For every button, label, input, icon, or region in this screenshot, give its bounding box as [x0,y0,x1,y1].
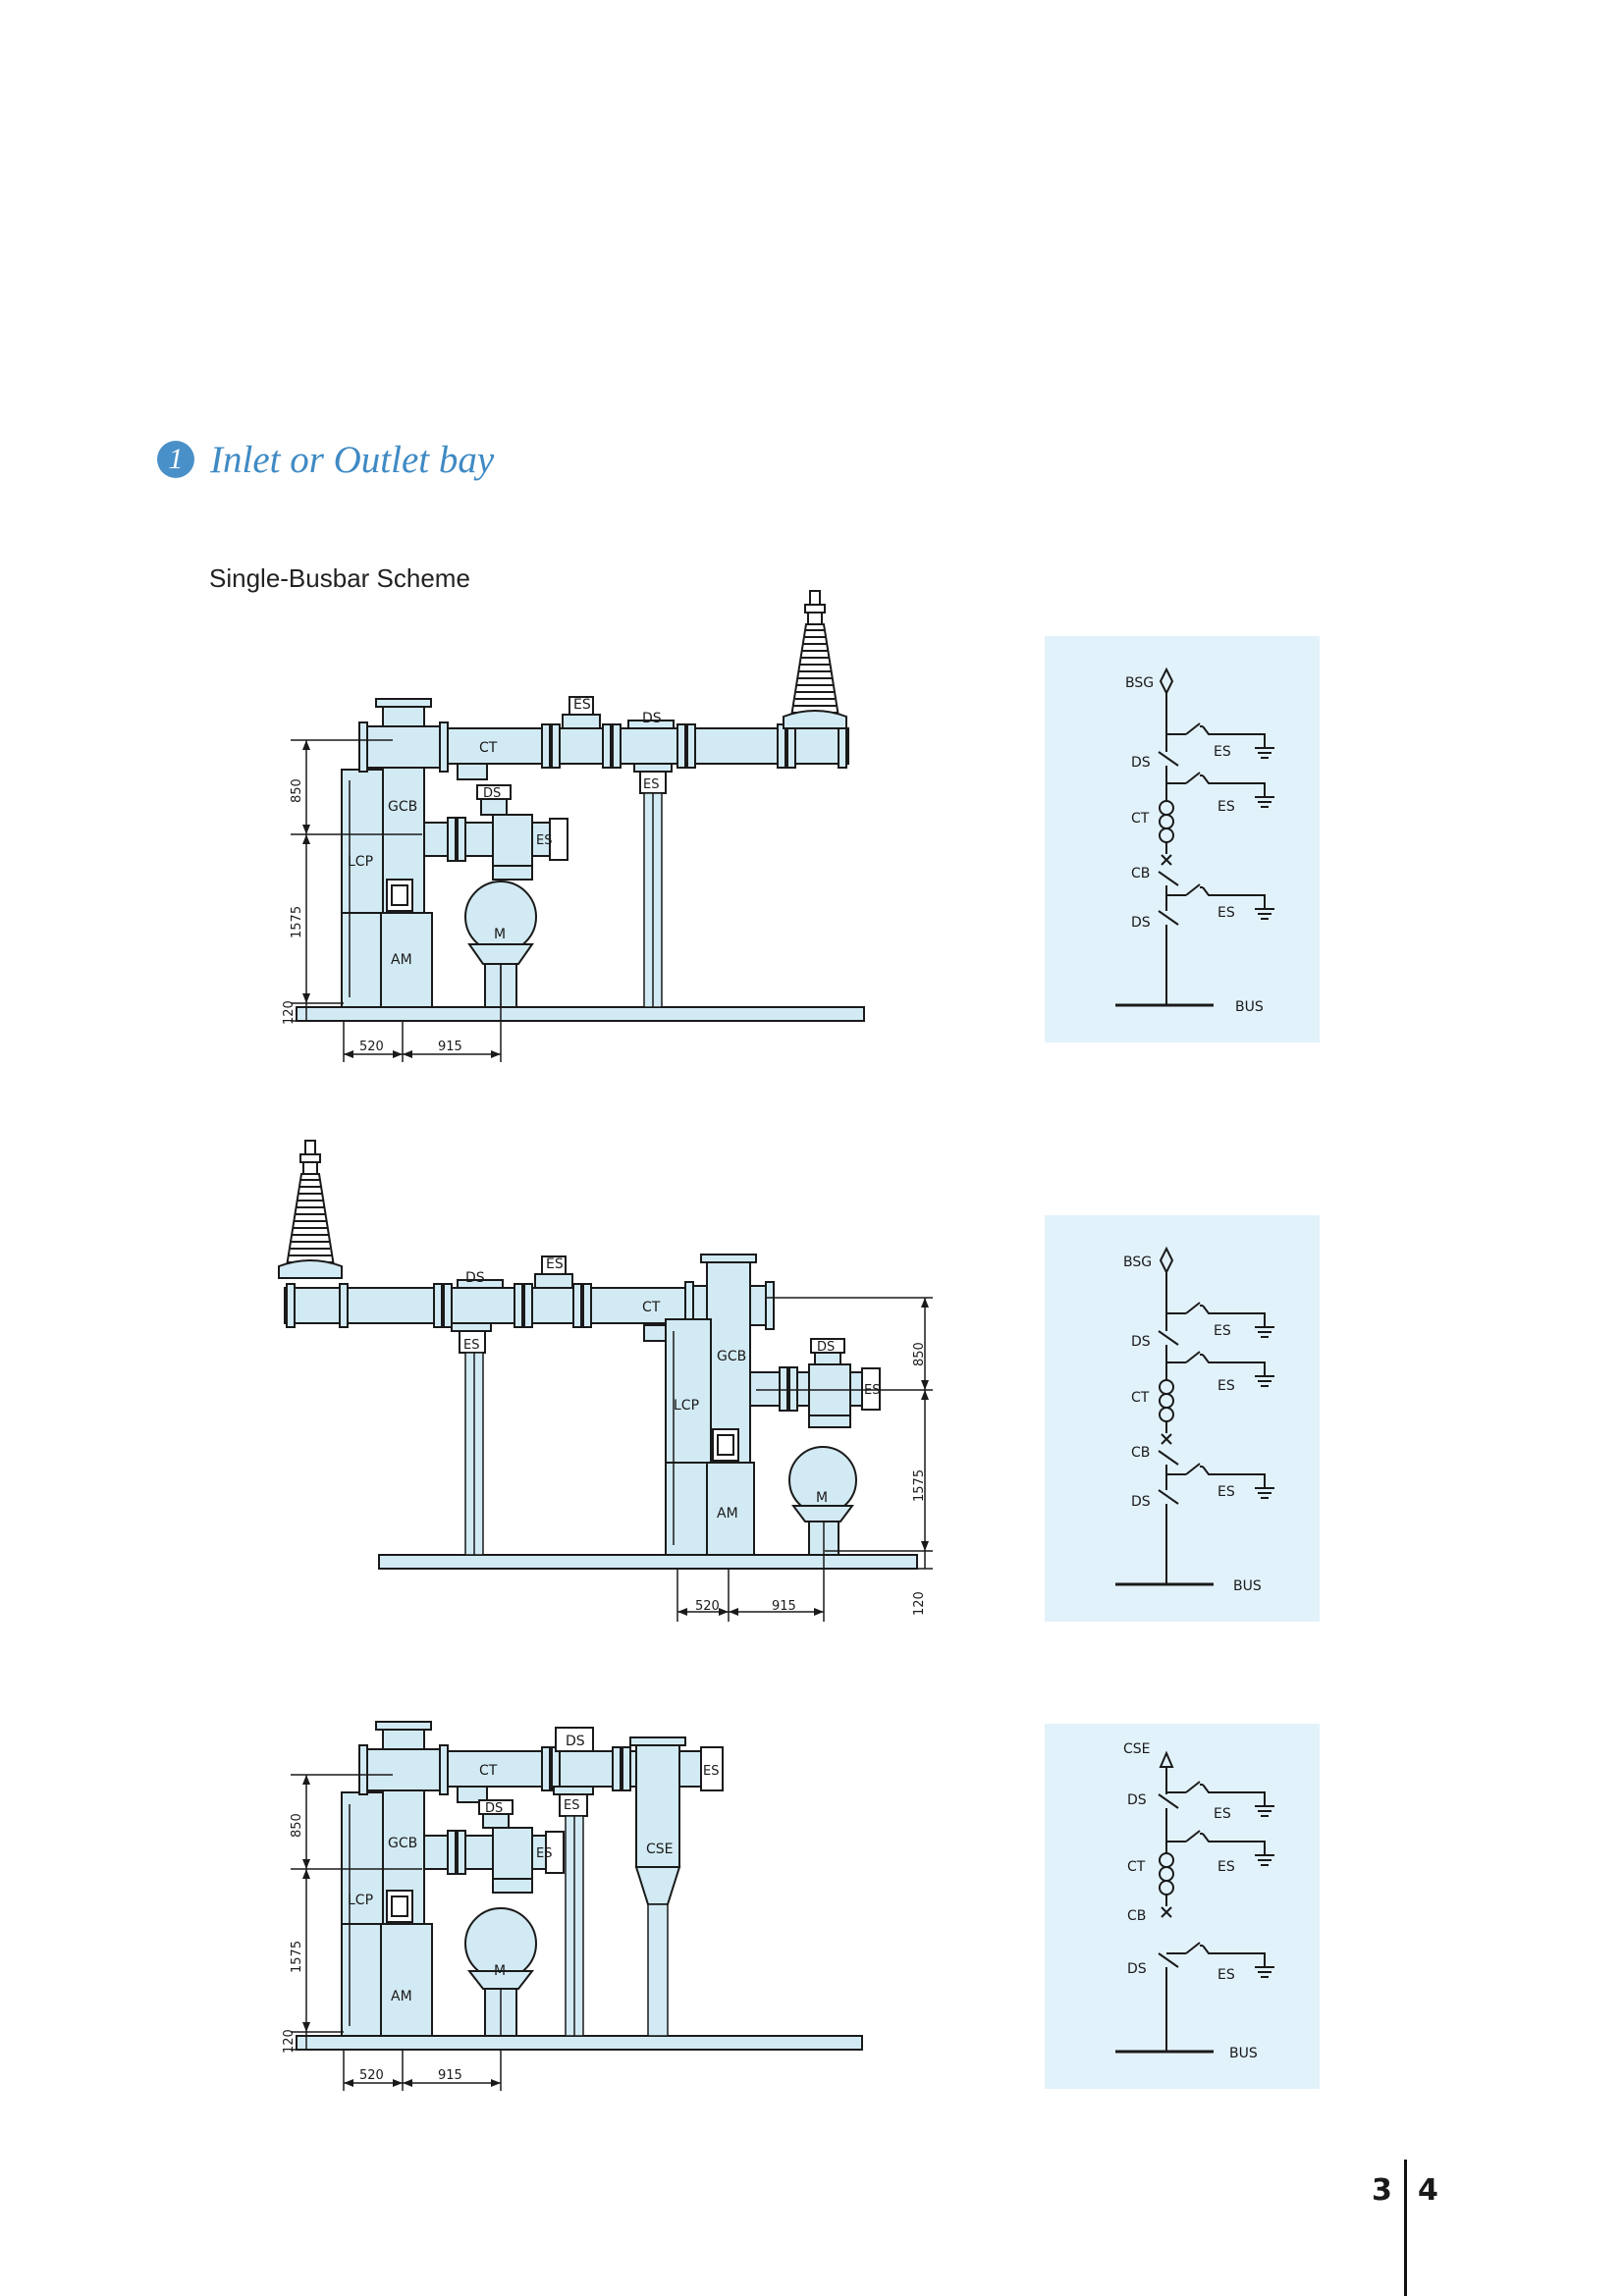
base-rail [296,2035,863,2051]
ct-label: CT [479,1763,498,1779]
lcp-label: LCP [348,1893,373,1908]
es-label: ES [1217,905,1235,921]
single-line-diagram-1: BSG DS CT CB DS ES ES ES BUS [1045,636,1320,1042]
es-label: ES [643,777,659,792]
base-rail [378,1554,918,1570]
es-label: ES [536,833,552,848]
am-label: AM [391,1989,412,2004]
gcb-label: GCB [388,799,417,815]
section-heading: 1 Inlet or Outlet bay [157,435,494,484]
base-rail [296,1006,865,1022]
es-label: ES [536,1846,552,1861]
ds-label: DS [1131,755,1151,771]
ds-label: DS [1127,1792,1147,1808]
bay-drawing-3: CT DS ES ES CSE GCB LCP AM M DS ES 850 [282,1721,863,2091]
es-label: ES [463,1338,479,1353]
cse-label: CSE [1123,1741,1151,1757]
am-label: AM [391,952,412,968]
dim-1575: 1575 [290,906,304,938]
dim-1575: 1575 [290,1941,304,1973]
dim-520: 520 [695,1599,720,1614]
es-label: ES [1214,1323,1231,1339]
ds-label: DS [483,786,501,801]
es-label: ES [703,1764,719,1779]
dim-120: 120 [912,1591,927,1616]
es-label: ES [1217,1967,1235,1983]
page-divider [1404,2160,1407,2296]
es-label: ES [1217,1484,1235,1500]
diagram-panel [1045,1215,1320,1622]
es-label: ES [1214,1806,1231,1822]
dim-520: 520 [359,1040,384,1054]
section-title: Inlet or Outlet bay [210,438,495,481]
lcp-cabinet [341,1791,384,2037]
single-line-diagram-3: CSE DS CT CB DS ES ES ES BUS [1045,1724,1320,2089]
dim-120: 120 [282,1000,297,1025]
page-number-right: 4 [1418,2173,1438,2208]
single-line-diagram-2: BSG DS CT CB DS ES ES ES BUS [1045,1215,1320,1622]
es-label: ES [1214,744,1231,760]
gcb-label: GCB [717,1349,746,1364]
ds-label: DS [485,1801,503,1816]
lcp-label: LCP [674,1398,699,1414]
dim-915: 915 [438,1040,462,1054]
am-label: AM [717,1506,738,1522]
ds-label: DS [642,711,662,726]
dim-915: 915 [438,2068,462,2083]
am-mechanism [706,1462,755,1556]
dim-520: 520 [359,2068,384,2083]
ds-label: DS [1131,915,1151,931]
ct-label: CT [479,740,498,756]
scheme-subtitle: Single-Busbar Scheme [209,563,470,593]
m-label: M [494,927,506,942]
dim-850: 850 [290,1813,304,1838]
dim-850: 850 [912,1342,927,1366]
bsg-label: BSG [1125,675,1154,691]
ct-label: CT [642,1300,661,1315]
page-number-left: 3 [1372,2173,1392,2208]
cb-label: CB [1131,866,1150,881]
ds-label: DS [817,1340,835,1355]
lcp-label: LCP [348,854,373,870]
ct-label: CT [1127,1859,1146,1875]
bsg-label: BSG [1123,1255,1152,1270]
ds-label: DS [1131,1334,1151,1350]
diagram-panel [1045,636,1320,1042]
dim-850: 850 [290,778,304,803]
lcp-cabinet [665,1318,712,1556]
top-busbar [284,1287,735,1324]
es-label: ES [1217,799,1235,815]
bay-drawing-1: GCB LCP AM M CT DS ES DS ES ES 850 1575 [282,590,865,1062]
cb-label: CB [1131,1445,1150,1461]
es-label: ES [546,1256,564,1272]
lcp-cabinet [341,769,384,1008]
dim-1575: 1575 [912,1469,927,1502]
ct-label: CT [1131,1390,1150,1406]
bus-label: BUS [1233,1578,1262,1594]
section-number-badge: 1 [157,441,194,478]
bus-label: BUS [1235,999,1264,1015]
es-label: ES [1217,1378,1235,1394]
dim-915: 915 [772,1599,796,1614]
dim-120: 120 [282,2029,297,2054]
es-label: ES [564,1798,579,1813]
cb-label: CB [1127,1908,1146,1924]
gcb-label: GCB [388,1836,417,1851]
bay-drawing-2: DS ES CT GCB LCP AM M ES DS ES 850 1575 [278,1140,933,1622]
am-mechanism [380,1923,433,2037]
es-label: ES [573,697,591,713]
m-label: M [494,1963,506,1979]
ct-label: CT [1131,811,1150,827]
ds-label: DS [1127,1961,1147,1977]
m-label: M [816,1490,828,1506]
ds-label: DS [465,1270,485,1286]
ds-label: DS [566,1734,585,1749]
ds-label: DS [1131,1494,1151,1510]
diagram-panel [1045,1724,1320,2089]
cse-label: CSE [646,1842,674,1857]
bus-label: BUS [1229,2046,1258,2061]
es-label: ES [1217,1859,1235,1875]
